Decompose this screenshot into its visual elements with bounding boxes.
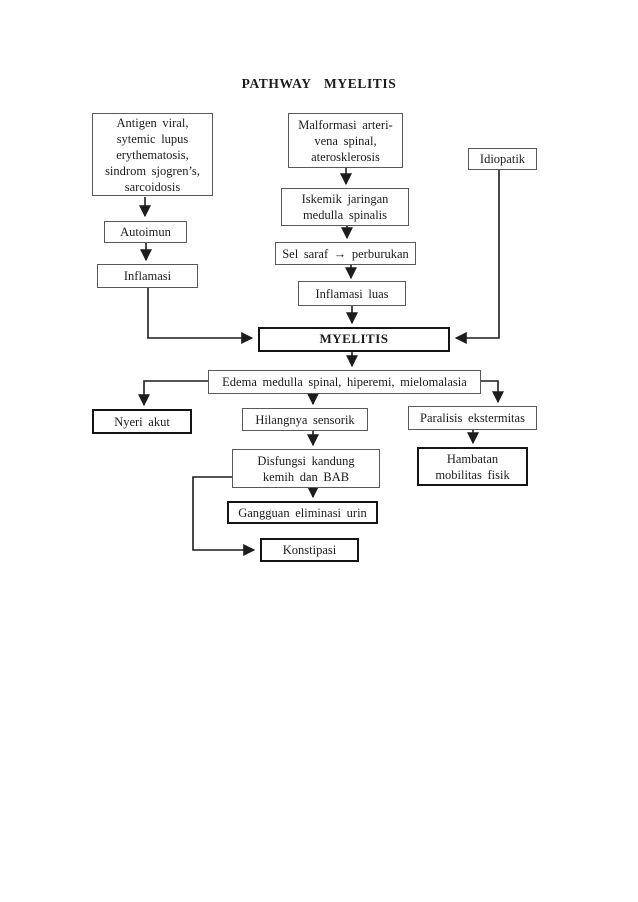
node-inflamasi-luas: Inflamasi luas: [298, 281, 406, 306]
node-disfungsi-kandung: Disfungsi kandung kemih dan BAB: [232, 449, 380, 488]
edge-edema-nyeriakut: [138, 380, 208, 407]
node-malformasi: Malformasi arteri- vena spinal, ateroskl…: [288, 113, 403, 168]
node-antigen-viral: Antigen viral, sytemic lupus erythematos…: [92, 113, 213, 196]
node-hilangnya-sensorik: Hilangnya sensorik: [242, 408, 368, 431]
node-iskemik-jaringan: Iskemik jaringan medulla spinalis: [281, 188, 409, 226]
node-gangguan-eliminasi: Gangguan eliminasi urin: [227, 501, 378, 524]
node-edema-medulla: Edema medulla spinal, hiperemi, mielomal…: [208, 370, 481, 394]
edge-disfungsi-konstipasi: [192, 476, 256, 556]
page-title: PATHWAY MYELITIS: [241, 76, 397, 91]
node-konstipasi: Konstipasi: [260, 538, 359, 562]
node-paralisis-ekstermitas: Paralisis ekstermitas: [408, 406, 537, 430]
node-inflamasi: Inflamasi: [97, 264, 198, 288]
node-idiopatik: Idiopatik: [468, 148, 537, 170]
edge-idiopatik-myelitis: [454, 170, 500, 344]
node-nyeri-akut: Nyeri akut: [92, 409, 192, 434]
node-myelitis: MYELITIS: [258, 327, 450, 352]
node-hambatan-mobilitas: Hambatan mobilitas fisik: [417, 447, 528, 486]
node-sel-saraf-perburukan: Sel saraf → perburukan: [275, 242, 416, 265]
node-autoimun: Autoimun: [104, 221, 187, 243]
edge-inflamasi-myelitis: [147, 288, 254, 344]
edge-edema-paralisis: [481, 380, 504, 404]
